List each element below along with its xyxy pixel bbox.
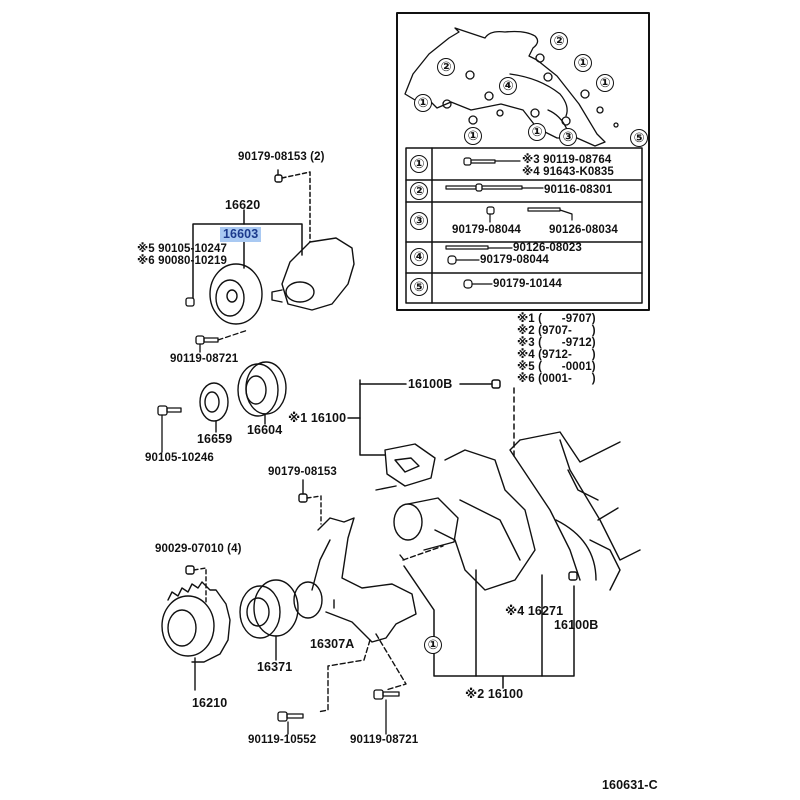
legend-key-1: ①: [410, 155, 428, 173]
part-label-16604[interactable]: 16604: [247, 423, 283, 437]
inset-callout-1-right-b: ①: [596, 74, 614, 92]
inset-callout-3: ③: [559, 128, 577, 146]
inset-callout-2-top: ②: [550, 32, 568, 50]
inset-gasket-drawing: [404, 27, 619, 147]
pulley-16371-drawing: [239, 579, 299, 661]
legend-key-4: ④: [410, 248, 428, 266]
part-label-16371[interactable]: 16371: [257, 660, 293, 674]
inset-frame: [396, 12, 650, 311]
part-label-5-90105-10247[interactable]: ※5 90105-10247: [137, 243, 227, 255]
legend-key-3: ③: [410, 212, 428, 230]
inset-callout-1-bottom-a: ①: [464, 127, 482, 145]
part-label-16100B-top[interactable]: 16100B: [408, 377, 453, 391]
inset-callout-1-bottom-b: ①: [528, 123, 546, 141]
legend-4-part-a[interactable]: 90126-08023: [513, 242, 582, 254]
inset-callout-1-right-a: ①: [574, 54, 592, 72]
part-label-90119-10552[interactable]: 90119-10552: [248, 734, 317, 746]
fan-clutch-drawing: [161, 565, 231, 691]
fan-bracket-drawing: [293, 479, 417, 713]
inset-callout-1-left: ①: [414, 94, 432, 112]
part-label-90119-08721-top[interactable]: 90119-08721: [170, 353, 239, 365]
date-note-1: ※1 ( -9707): [517, 313, 596, 325]
bolt-glyphs: [157, 297, 249, 453]
inset-callout-4: ④: [499, 77, 517, 95]
washer-16659-drawing: [199, 382, 229, 433]
date-note-4: ※4 (9712- ): [517, 349, 596, 361]
part-label-90119-08721-bottom[interactable]: 90119-08721: [350, 734, 419, 746]
legend-key-2: ②: [410, 182, 428, 200]
pulley-16604-drawing: [237, 361, 287, 425]
figure-id: 160631-C: [602, 778, 658, 792]
bottom-bolt-glyphs: [277, 689, 400, 735]
part-label-90179-08153[interactable]: 90179-08153: [268, 466, 337, 478]
legend-fastener-glyphs: [445, 157, 573, 289]
legend-key-5: ⑤: [410, 278, 428, 296]
part-label-16210[interactable]: 16210: [192, 696, 228, 710]
engine-block-drawing: [509, 431, 641, 591]
legend-4-part-b[interactable]: 90179-08044: [480, 254, 549, 266]
part-label-2-16100[interactable]: ※2 16100: [465, 687, 524, 701]
inset-callout-2-left: ②: [437, 58, 455, 76]
legend-1-part-b[interactable]: ※4 91643-K0835: [522, 166, 614, 178]
legend-5-part[interactable]: 90179-10144: [493, 278, 562, 290]
legend-2-part[interactable]: 90116-08301: [544, 184, 613, 196]
legend-table: [405, 147, 643, 304]
part-label-90105-10246[interactable]: 90105-10246: [145, 452, 214, 464]
legend-1-part-a[interactable]: ※3 90119-08764: [522, 154, 612, 166]
part-label-16307A[interactable]: 16307A: [310, 637, 355, 651]
part-label-4-16271[interactable]: ※4 16271: [505, 604, 564, 618]
tensioner-assembly-drawing: [209, 169, 355, 325]
part-label-16620[interactable]: 16620: [225, 198, 261, 212]
part-label-90179-08153-2[interactable]: 90179-08153 (2): [238, 151, 325, 163]
part-label-6-90080-10219[interactable]: ※6 90080-10219: [137, 255, 227, 267]
part-label-1-16100[interactable]: ※1 16100: [288, 411, 347, 425]
legend-3-part-a[interactable]: 90179-08044: [452, 224, 521, 236]
callout-1-bracket: ①: [424, 636, 442, 654]
legend-3-part-b[interactable]: 90126-08034: [549, 224, 618, 236]
part-label-90029-07010[interactable]: 90029-07010 (4): [155, 543, 242, 555]
water-pump-drawing: [375, 443, 536, 591]
date-note-3: ※3 ( -9712): [517, 337, 596, 349]
date-note-5: ※5 ( -0001): [517, 361, 596, 373]
part-label-16659[interactable]: 16659: [197, 432, 233, 446]
date-note-2: ※2 (9707- ): [517, 325, 596, 337]
part-label-16100B-bottom[interactable]: 16100B: [554, 618, 599, 632]
inset-callout-5: ⑤: [630, 129, 648, 147]
part-label-16603-highlighted[interactable]: 16603: [220, 227, 262, 242]
date-note-6: ※6 (0001- ): [517, 373, 596, 385]
